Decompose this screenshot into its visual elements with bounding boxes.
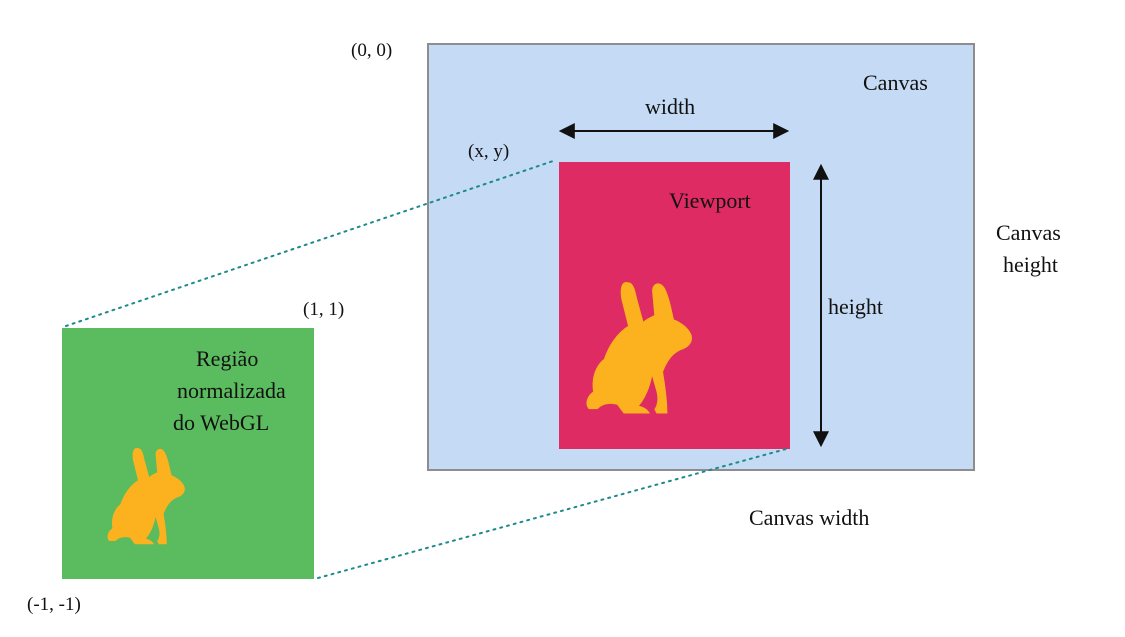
canvas-height-label-line1: Canvas: [996, 220, 1061, 245]
ndc-title-line3: do WebGL: [173, 410, 270, 435]
height-label: height: [828, 294, 883, 319]
canvas-title: Canvas: [863, 70, 928, 95]
canvas-height-label-line2: height: [1003, 252, 1058, 277]
ndc-top-right-label: (1, 1): [303, 299, 345, 320]
ndc-title-line1: Região: [196, 346, 259, 371]
viewport-rect: [559, 162, 790, 449]
viewport-origin-label: (x, y): [468, 141, 510, 162]
canvas-width-label: Canvas width: [749, 505, 870, 530]
ndc-title-line2: normalizada: [177, 378, 286, 403]
width-label: width: [645, 94, 696, 119]
rabbit-icon: [107, 447, 185, 545]
canvas-origin-label: (0, 0): [351, 40, 393, 61]
viewport-title: Viewport: [669, 188, 751, 213]
ndc-bottom-left-label: (-1, -1): [27, 594, 81, 615]
ndc-rect: [62, 328, 314, 579]
